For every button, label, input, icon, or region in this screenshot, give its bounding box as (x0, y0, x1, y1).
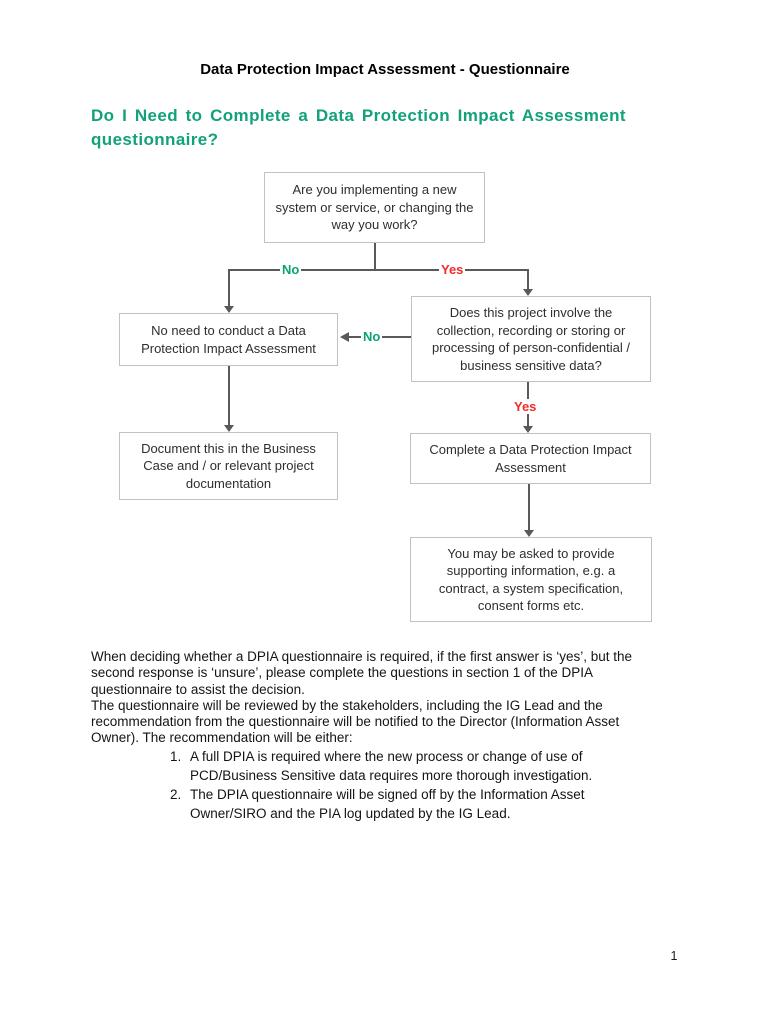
label-no-side: No (361, 329, 383, 344)
paragraph-line: second response is ‘unsure’, please comp… (91, 665, 594, 681)
list-line: PCD/Business Sensitive data requires mor… (190, 767, 593, 783)
numbered-list: 1. A full DPIA is required where the new… (91, 748, 691, 824)
flowchart-box-question1: Are you implementing a new system or ser… (264, 172, 485, 243)
flowchart-box-no-need: No need to conduct a Data Protection Imp… (119, 313, 338, 366)
paragraph-line: The questionnaire will be reviewed by th… (91, 697, 603, 713)
list-item: 1. A full DPIA is required where the new… (91, 748, 691, 786)
connector-no-drop (228, 269, 230, 307)
list-line: A full DPIA is required where the new pr… (190, 748, 583, 764)
list-line: The DPIA questionnaire will be signed of… (190, 786, 585, 802)
paragraph-line: questionnaire to assist the decision. (91, 681, 305, 697)
paragraph-line: When deciding whether a DPIA questionnai… (91, 649, 633, 664)
body-text: When deciding whether a DPIA questionnai… (91, 649, 691, 823)
flowchart-box-document: Document this in the Business Case and /… (119, 432, 338, 500)
flowchart-box-supporting: You may be asked to provide supporting i… (410, 537, 652, 622)
flowchart-box-complete: Complete a Data Protection Impact Assess… (410, 433, 651, 484)
connector-noneed-to-document (228, 366, 230, 426)
list-line: Owner/SIRO and the PIA log updated by th… (190, 805, 511, 821)
document-title: Data Protection Impact Assessment - Ques… (200, 61, 570, 78)
paragraph-2: The questionnaire will be reviewed by th… (91, 698, 691, 747)
connector-branch (228, 269, 529, 271)
label-yes-down: Yes (512, 399, 539, 414)
arrowhead-icon (224, 306, 234, 313)
arrowhead-icon (524, 530, 534, 537)
connector-complete-to-support (528, 484, 530, 531)
paragraph-line: Owner). The recommendation will be eithe… (91, 730, 353, 746)
flowchart-box-does-involve: Does this project involve the collection… (411, 296, 651, 382)
list-item-number: 1. (170, 748, 182, 764)
list-item-text: The DPIA questionnaire will be signed of… (190, 786, 584, 824)
arrowhead-icon (523, 426, 533, 433)
label-yes-branch: Yes (439, 262, 466, 277)
section-heading: Do I Need to Complete a Data Protection … (91, 106, 626, 149)
arrowhead-left-icon (340, 332, 349, 342)
paragraph-line: recommendation from the questionnaire wi… (91, 714, 620, 730)
label-no-branch: No (280, 262, 302, 277)
connector-q1-down (374, 243, 376, 270)
connector-yes-drop (527, 269, 529, 290)
paragraph-1: When deciding whether a DPIA questionnai… (91, 649, 691, 698)
list-item-number: 2. (170, 786, 182, 802)
arrowhead-icon (523, 289, 533, 296)
list-item: 2. The DPIA questionnaire will be signed… (91, 786, 691, 824)
arrowhead-icon (224, 425, 234, 432)
page-number: 1 (670, 949, 678, 963)
list-item-text: A full DPIA is required where the new pr… (190, 748, 592, 786)
